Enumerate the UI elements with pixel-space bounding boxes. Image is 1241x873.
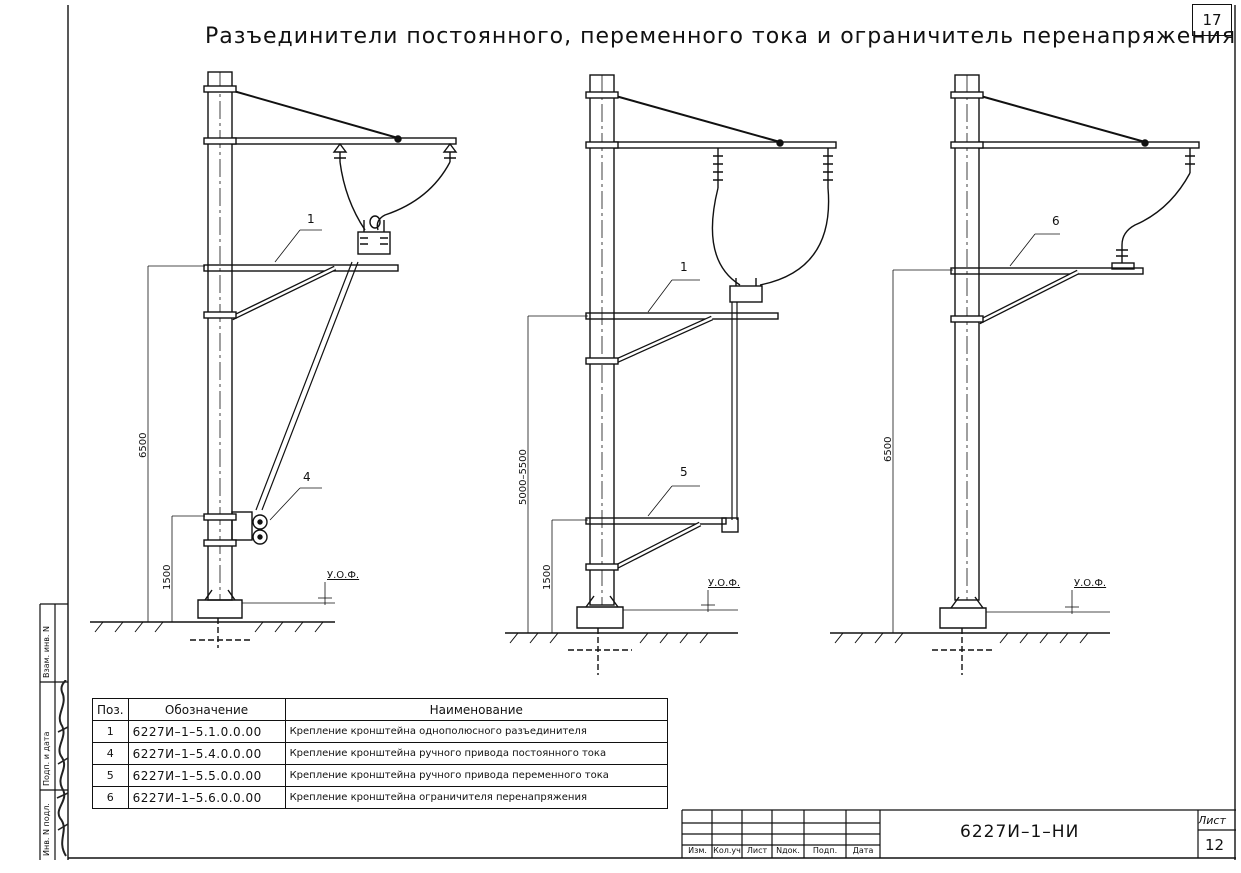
spec-code: 6227И–1–5.4.0.0.00 bbox=[127, 742, 286, 765]
table-row: 4 6227И–1–5.4.0.0.00 Крепление кронштейн… bbox=[92, 742, 669, 765]
insulator-3a bbox=[1185, 148, 1195, 173]
spec-table-header-row: Поз. Обозначение Наименование bbox=[92, 698, 669, 721]
pole-3-top-crossarm bbox=[978, 141, 1200, 149]
spec-name: Крепление кронштейна однополюсного разъе… bbox=[284, 720, 669, 743]
drawing-title: Разъединители постоянного, переменного т… bbox=[205, 24, 1237, 49]
table-row: 5 6227И–1–5.5.0.0.00 Крепление кронштейн… bbox=[92, 764, 669, 787]
dim-pole-2-lower: 1500 bbox=[542, 564, 553, 590]
pole-assembly-2 bbox=[505, 74, 837, 675]
surge-arrester-6 bbox=[1116, 245, 1128, 263]
title-block bbox=[681, 809, 1236, 858]
spec-header-code: Обозначение bbox=[127, 698, 286, 721]
pole-1-mid-crossarm bbox=[203, 264, 399, 272]
spec-code: 6227И–1–5.1.0.0.00 bbox=[127, 720, 286, 743]
page-number: 17 bbox=[1202, 11, 1222, 29]
spec-code: 6227И–1–5.6.0.0.00 bbox=[127, 786, 286, 809]
spec-pos: 4 bbox=[92, 742, 129, 765]
spec-pos: 6 bbox=[92, 786, 129, 809]
stamp-col-podp: Подп. bbox=[812, 846, 838, 855]
callout-1-pole-1: 1 bbox=[307, 212, 315, 226]
spec-header-pos: Поз. bbox=[92, 698, 129, 721]
pole-2-mid-crossarm bbox=[585, 312, 779, 320]
sheet-number: 12 bbox=[1205, 836, 1225, 854]
pole-2-drive-crossarm bbox=[585, 517, 727, 525]
spec-pos: 1 bbox=[92, 720, 129, 743]
document-number: 6227И–1–НИ bbox=[960, 822, 1080, 842]
dim-pole-1-total: 6500 bbox=[138, 432, 149, 458]
callout-1-pole-2: 1 bbox=[680, 260, 688, 274]
spec-header-name: Наименование bbox=[284, 698, 669, 721]
stamp-col-koluch: Кол.уч bbox=[713, 846, 741, 855]
pole-3-mid-crossarm bbox=[950, 267, 1144, 275]
side-label-inv: Инв. N подл. bbox=[42, 803, 51, 856]
insulator-2b bbox=[823, 148, 833, 188]
side-label-vzam: Взам. инв. N bbox=[42, 626, 51, 678]
stamp-col-data: Дата bbox=[852, 846, 874, 855]
table-row: 6 6227И–1–5.6.0.0.00 Крепление кронштейн… bbox=[92, 786, 669, 809]
callout-6: 6 bbox=[1052, 214, 1060, 228]
ground-label-3: У.О.Ф. bbox=[1074, 578, 1107, 589]
disconnector-2 bbox=[729, 285, 763, 303]
stamp-col-ndok: Nдок. bbox=[776, 846, 800, 855]
spec-name: Крепление кронштейна ручного привода пос… bbox=[284, 742, 669, 765]
disconnector-1 bbox=[357, 231, 391, 255]
callout-5: 5 bbox=[680, 465, 688, 479]
sheet-label: Лист bbox=[1198, 814, 1226, 827]
handwritten-signature bbox=[56, 680, 69, 857]
pole-2-top-crossarm bbox=[613, 141, 837, 149]
dim-pole-2-total: 5000–5500 bbox=[518, 449, 529, 505]
ground-label-1: У.О.Ф. bbox=[327, 570, 360, 581]
insulator-2a bbox=[713, 148, 723, 188]
spec-pos: 5 bbox=[92, 764, 129, 787]
pole-3-foundation bbox=[939, 607, 987, 629]
specification-table: Поз. Обозначение Наименование 1 6227И–1–… bbox=[92, 698, 669, 809]
stamp-col-izm: Изм. bbox=[688, 846, 707, 855]
pole-2-foundation bbox=[576, 606, 624, 629]
insulator-1a bbox=[332, 142, 348, 162]
pole-assembly-3 bbox=[830, 74, 1200, 675]
table-row: 1 6227И–1–5.1.0.0.00 Крепление кронштейн… bbox=[92, 720, 669, 743]
manual-drive-5 bbox=[721, 517, 739, 533]
manual-drive-4 bbox=[231, 511, 253, 541]
stamp-col-list: Лист bbox=[746, 846, 768, 855]
pole-1-top-crossarm bbox=[231, 137, 457, 145]
page-number-box: 17 bbox=[1192, 4, 1232, 36]
pole-1-foundation bbox=[197, 599, 243, 619]
spec-name: Крепление кронштейна ограничителя перена… bbox=[284, 786, 669, 809]
pole-assembly-1 bbox=[90, 71, 458, 648]
dim-pole-1-lower: 1500 bbox=[162, 564, 173, 590]
side-label-podp: Подп. и дата bbox=[42, 731, 51, 787]
spec-name: Крепление кронштейна ручного привода пер… bbox=[284, 764, 669, 787]
insulator-1b bbox=[442, 142, 458, 162]
callout-4: 4 bbox=[303, 470, 311, 484]
ground-label-2: У.О.Ф. bbox=[708, 578, 741, 589]
dim-pole-3-total: 6500 bbox=[883, 436, 894, 462]
spec-code: 6227И–1–5.5.0.0.00 bbox=[127, 764, 286, 787]
